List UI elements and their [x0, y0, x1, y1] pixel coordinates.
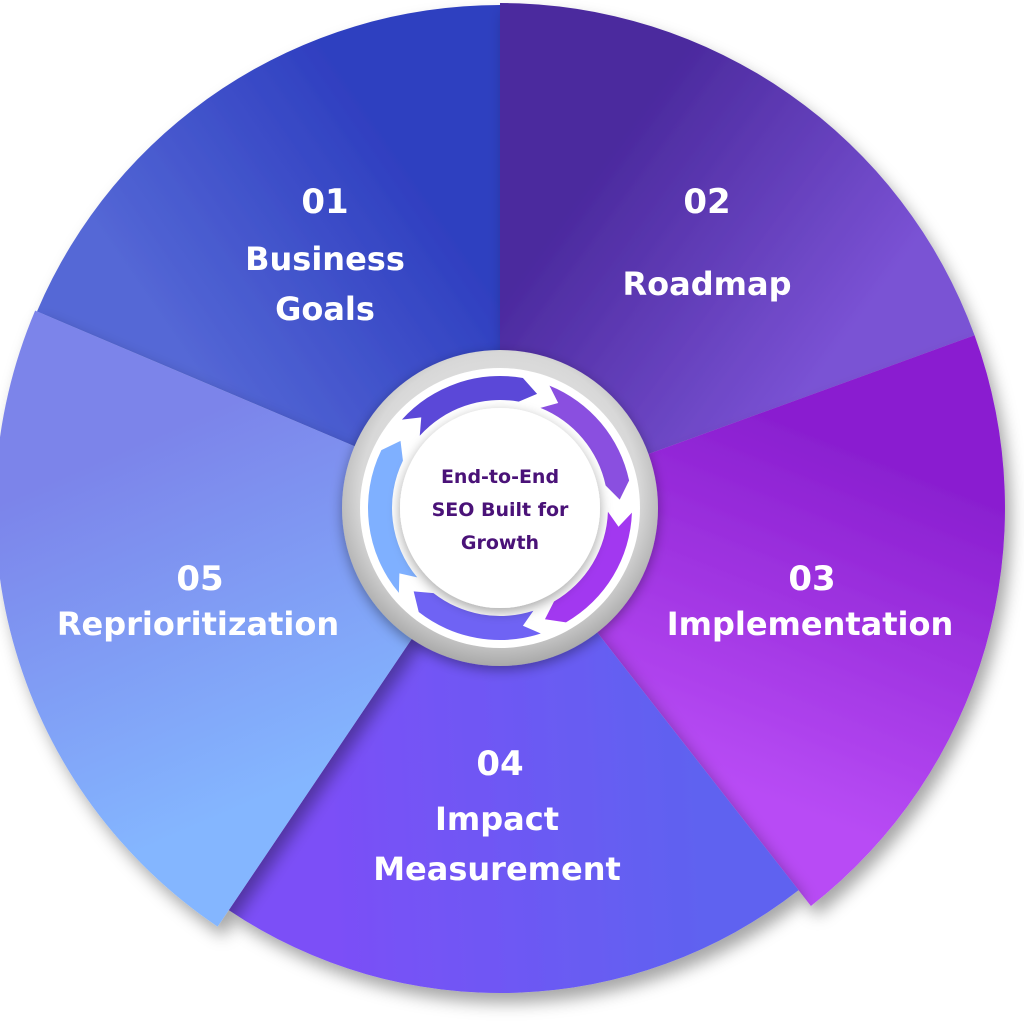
- center-line-2: SEO Built for: [432, 499, 569, 521]
- cycle-arrow-3: [544, 511, 632, 623]
- segment-05-label-1: Reprioritization: [57, 605, 339, 643]
- segment-01: [36, 5, 501, 450]
- segment-05-number: 05: [176, 559, 223, 599]
- segment-02: [500, 3, 975, 457]
- center-line-3: Growth: [461, 532, 539, 554]
- cycle-arrow-1: [401, 376, 538, 436]
- segments: [0, 3, 1005, 994]
- segment-02-label-1: Roadmap: [623, 265, 792, 303]
- cycle-arrow-2: [540, 385, 630, 500]
- segment-04: [228, 626, 799, 994]
- cycle-arrow-4: [413, 591, 541, 641]
- center-line-1: End-to-End: [441, 466, 559, 488]
- center-hub: End-to-End SEO Built for Growth: [342, 350, 658, 666]
- segment-05: [0, 310, 417, 927]
- segment-03-number: 03: [788, 559, 835, 599]
- segment-01-label-2: Goals: [275, 290, 375, 328]
- segment-04-number: 04: [476, 744, 523, 784]
- cycle-arrow-5: [368, 440, 418, 593]
- segment-04-label-1: Impact: [435, 800, 559, 838]
- segment-04-label-2: Measurement: [373, 850, 621, 888]
- segment-03: [592, 335, 1005, 906]
- segment-01-label-1: Business: [245, 240, 405, 278]
- segment-02-number: 02: [683, 182, 730, 222]
- cycle-arrows: [368, 376, 632, 641]
- segment-01-number: 01: [301, 182, 348, 222]
- hub-inner-disc: [400, 408, 600, 608]
- segment-03-label-1: Implementation: [667, 605, 954, 643]
